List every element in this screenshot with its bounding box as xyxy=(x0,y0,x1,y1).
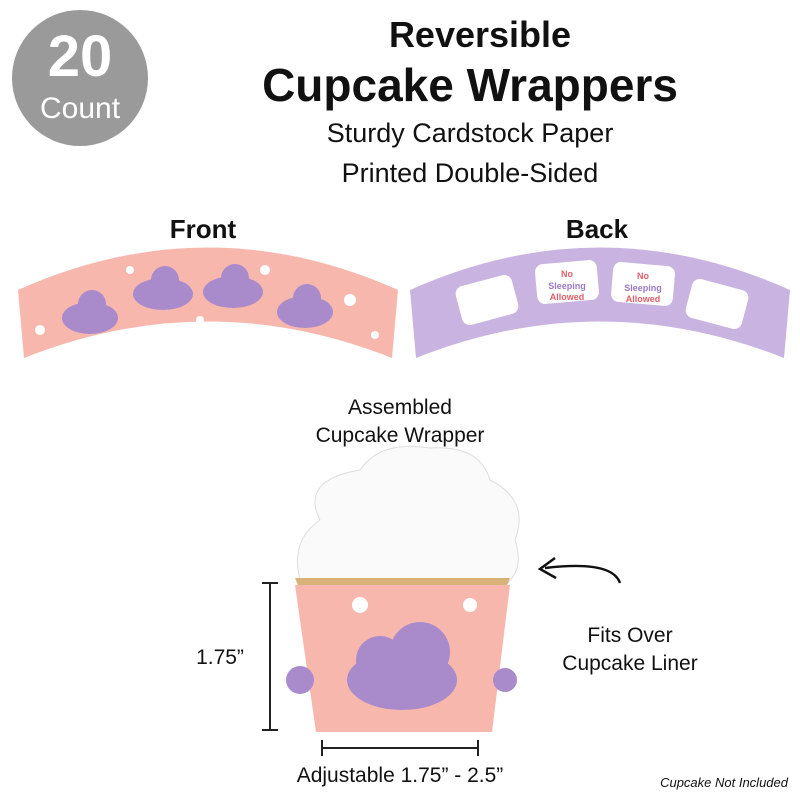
assembled-line2: Cupcake Wrapper xyxy=(315,424,485,447)
pillow-sleeping: Sleeping xyxy=(548,281,586,291)
title-line2: Cupcake Wrappers xyxy=(262,59,678,111)
back-wrapper: No Sleeping Allowed No Sleeping Allowed xyxy=(410,247,790,358)
subtitle-line2: Printed Double-Sided xyxy=(341,158,599,188)
callout-line2: Cupcake Liner xyxy=(562,652,698,675)
pillow-allowed: Allowed xyxy=(550,292,585,302)
svg-text:Sleeping: Sleeping xyxy=(624,283,662,293)
front-label: Front xyxy=(169,214,237,244)
arrow-icon xyxy=(537,556,622,584)
height-dimension: 1.75” xyxy=(196,646,244,669)
assembled-cupcake xyxy=(286,445,520,732)
back-label: Back xyxy=(565,214,629,244)
width-dimension: Adjustable 1.75” - 2.5” xyxy=(296,764,504,787)
pillow-icons xyxy=(455,260,749,330)
count-number: 20 xyxy=(47,24,113,89)
cloud-icon xyxy=(286,622,517,710)
dimension-lines xyxy=(262,582,479,756)
assembled-line1: Assembled xyxy=(348,396,452,419)
front-wrapper xyxy=(18,247,398,358)
pillow-no: No xyxy=(561,269,573,279)
svg-text:Allowed: Allowed xyxy=(626,294,661,304)
count-label: Count xyxy=(39,92,121,125)
subtitle-line1: Sturdy Cardstock Paper xyxy=(326,118,614,148)
cloud-icons xyxy=(62,264,333,334)
disclaimer-note: Cupcake Not Included xyxy=(660,775,788,790)
count-badge: 20 Count xyxy=(12,10,148,146)
svg-text:No: No xyxy=(637,271,649,281)
title-line1: Reversible xyxy=(388,14,572,55)
callout-line1: Fits Over xyxy=(587,624,673,647)
